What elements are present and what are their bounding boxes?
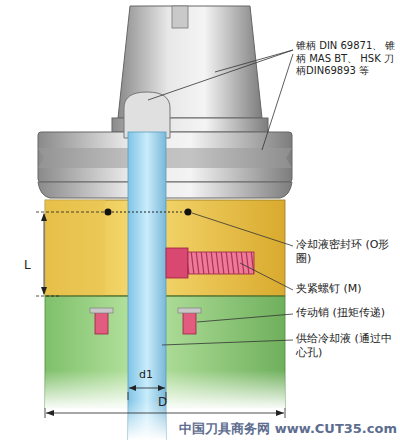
callout-label: 冷却液密封环 (O形圈) [296,238,396,266]
callout-label: 供给冷却液 (通过中心孔) [296,332,396,360]
dimension-label: L [24,258,31,273]
dimension-label: D [158,395,167,410]
callout-label: 传动销 (扭矩传递) [296,306,396,320]
watermark: 中国刀具商务网 www.CUT35.com [179,421,397,437]
dimension-label: d1 [139,368,153,382]
callout-label: 夹紧螺钉 (M) [296,282,396,296]
callout-label: 锥柄 DIN 69871、 锥柄 MAS BT、 HSK 刀柄DIN69893 … [296,40,396,78]
